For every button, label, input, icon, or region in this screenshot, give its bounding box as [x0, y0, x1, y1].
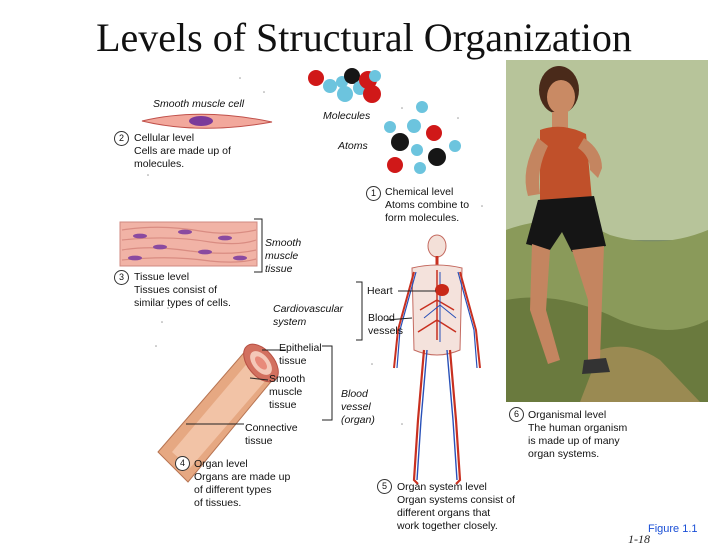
cardiovascular-system-figure: [393, 234, 481, 485]
level-number-organismal: 6: [509, 407, 524, 422]
label-cardiovascular-system: Cardiovascular system: [273, 303, 344, 328]
page-title: Levels of Structural Organization: [96, 15, 632, 60]
molecules-cluster: [308, 68, 381, 103]
level-number-chemical: 1: [366, 186, 381, 201]
figure-label: Figure 1.1: [648, 523, 698, 535]
label-connective-tissue: Connective tissue: [245, 422, 298, 447]
level-text-cellular: Cellular level Cells are made up of mole…: [134, 132, 231, 170]
level-number-organ: 4: [175, 456, 190, 471]
label-smooth-muscle-tissue: Smooth muscle tissue: [265, 237, 302, 275]
level-text-chemical: Chemical level Atoms combine to form mol…: [385, 186, 470, 224]
label-smooth-muscle-cell: Smooth muscle cell: [153, 98, 245, 110]
level-text-organ-system: Organ system level Organ systems consist…: [397, 481, 515, 532]
label-atoms: Atoms: [338, 140, 368, 152]
smooth-muscle-cell: [141, 113, 273, 129]
level-text-tissue: Tissue level Tissues consist of similar …: [134, 271, 231, 309]
level-number-cellular: 2: [114, 131, 129, 146]
level-text-organ: Organ level Organs are made up of differ…: [194, 458, 291, 509]
level-number-tissue: 3: [114, 270, 129, 285]
blood-vessel-organ: [157, 343, 279, 483]
smooth-muscle-tissue: [119, 221, 258, 267]
label-molecules: Molecules: [323, 110, 371, 122]
background-speckles: [147, 77, 483, 425]
atoms-cluster: [384, 101, 461, 174]
page-number: 1-18: [628, 532, 650, 546]
label-blood-vessel-organ: Blood vessel (organ): [341, 388, 375, 426]
level-number-organ-system: 5: [377, 479, 392, 494]
label-blood-vessels: Blood vessels: [368, 312, 404, 337]
runner-photo: [506, 60, 708, 402]
label-epithelial-tissue: Epithelial tissue: [279, 342, 322, 367]
label-heart: Heart: [367, 285, 393, 297]
label-smooth-muscle-tissue-organ: Smooth muscle tissue: [269, 373, 306, 411]
level-text-organismal: Organismal level The human organism is m…: [528, 409, 628, 460]
